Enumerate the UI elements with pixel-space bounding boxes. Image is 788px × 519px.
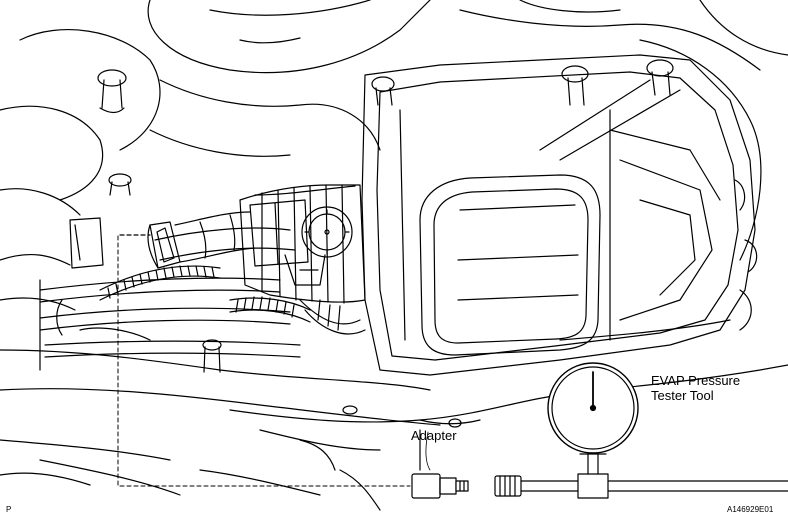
- adapter-label: Adapter: [411, 428, 457, 443]
- fuel-tank-frame: [361, 54, 758, 376]
- adapter-part: [411, 473, 469, 499]
- evap-tester-label-line1: EVAP Pressure: [651, 373, 741, 388]
- hoses-and-pipes: [39, 217, 366, 371]
- gauge-needle: [589, 371, 597, 412]
- evap-tester-label-line2: Tester Tool: [651, 387, 714, 403]
- adapter-leader-line: [117, 235, 431, 487]
- canister-body: [239, 184, 366, 304]
- evap-pressure-tester: [494, 362, 788, 499]
- figure-id: A146929E01: [727, 505, 774, 514]
- corner-mark: P: [6, 505, 12, 514]
- vent-valve-assembly: [119, 199, 353, 286]
- evap-tester-label: EVAP Pressure Tester Tool: [651, 373, 741, 404]
